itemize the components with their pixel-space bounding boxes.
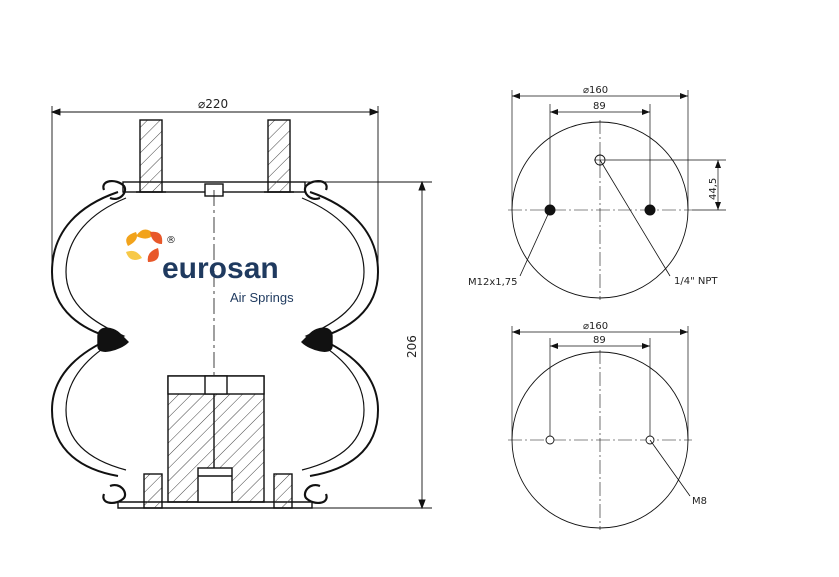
girdle-ring-right	[301, 327, 333, 352]
top-view	[508, 90, 726, 300]
bottom-hole-left	[545, 435, 555, 445]
flower-icon	[126, 229, 163, 262]
brand-tagline: Air Springs	[230, 290, 294, 305]
registered-mark: ®	[166, 235, 176, 246]
dim-height-206	[300, 180, 432, 510]
top-stud-left	[139, 119, 163, 193]
dim-width-label: ⌀220	[198, 97, 228, 111]
brand-logo: ® eurosan Air Springs	[126, 229, 294, 305]
top-offset-label: 44,5	[708, 178, 719, 200]
top-spacing-label: 89	[593, 101, 606, 112]
bottom-stud-right	[273, 473, 293, 509]
girdle-ring-left	[97, 327, 129, 352]
top-diameter-label: ⌀160	[583, 85, 608, 96]
bottom-view	[508, 326, 692, 530]
thread-hole-right	[644, 204, 656, 216]
bottom-diameter-label: ⌀160	[583, 321, 608, 332]
bottom-spacing-label: 89	[593, 335, 606, 346]
bottom-stud-left	[143, 473, 163, 509]
thread-label: M12x1,75	[468, 277, 518, 288]
brand-name: eurosan	[162, 252, 279, 285]
dim-height-label: 206	[405, 335, 419, 358]
dim-width-220	[50, 106, 380, 270]
top-stud-right	[267, 119, 291, 193]
side-view	[50, 119, 380, 509]
port-label: 1/4" NPT	[674, 276, 718, 287]
bottom-thread-label: M8	[692, 496, 707, 507]
